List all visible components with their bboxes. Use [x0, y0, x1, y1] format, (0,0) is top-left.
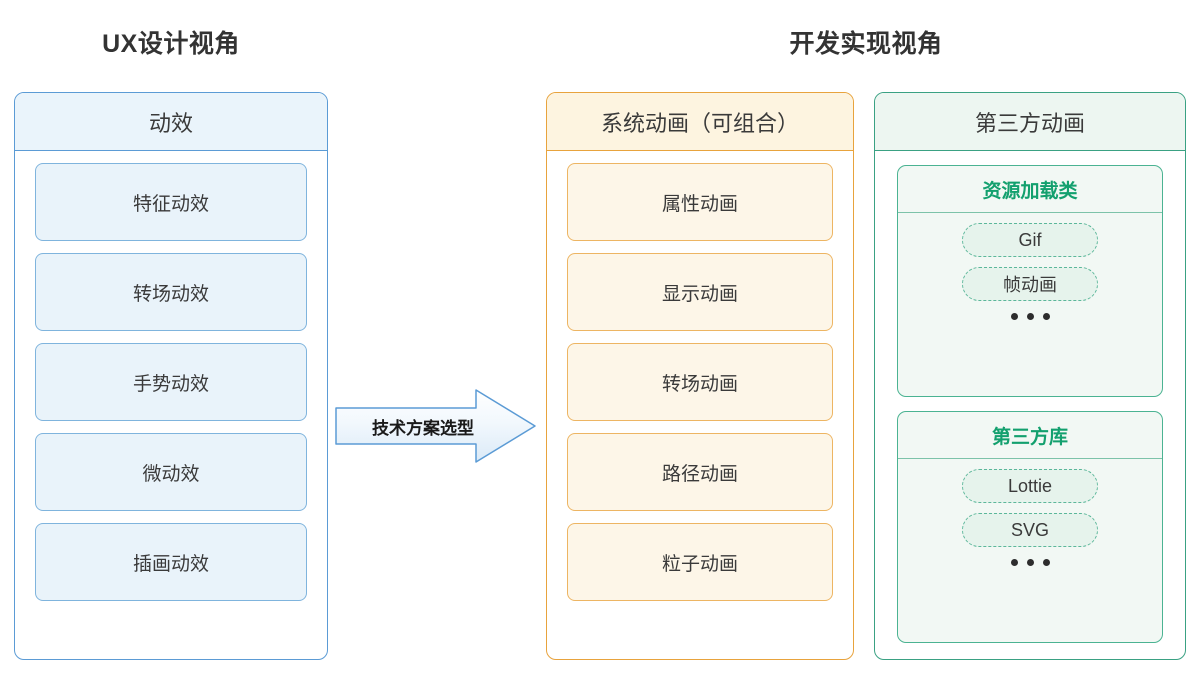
page-title-ux: UX设计视角	[102, 30, 240, 58]
list-item[interactable]: 路径动画	[567, 433, 833, 511]
group-thirdparty-library: 第三方库 Lottie SVG	[897, 411, 1163, 643]
panel-ux-body: 特征动效 转场动效 手势动效 微动效 插画动效	[15, 151, 327, 659]
more-dots-icon	[1010, 313, 1050, 320]
list-item[interactable]: 插画动效	[35, 523, 307, 601]
list-item[interactable]: 微动效	[35, 433, 307, 511]
panel-system-body: 属性动画 显示动画 转场动画 路径动画 粒子动画	[547, 151, 853, 659]
page-title-dev: 开发实现视角	[789, 30, 943, 58]
group-resource-loading: 资源加载类 Gif 帧动画	[897, 165, 1163, 397]
panel-thirdparty-body: 资源加载类 Gif 帧动画 第三方库 Lottie SVG	[875, 151, 1185, 659]
list-item[interactable]: 帧动画	[962, 267, 1098, 301]
list-item[interactable]: Lottie	[962, 469, 1098, 503]
panel-system-header: 系统动画（可组合）	[547, 93, 853, 151]
list-item[interactable]: 显示动画	[567, 253, 833, 331]
list-item[interactable]: 转场动效	[35, 253, 307, 331]
panel-system-animation: 系统动画（可组合） 属性动画 显示动画 转场动画 路径动画 粒子动画	[546, 92, 854, 660]
arrow-label: 技术方案选型	[372, 418, 474, 438]
group-items: Gif 帧动画	[898, 213, 1162, 396]
list-item[interactable]: Gif	[962, 223, 1098, 257]
list-item[interactable]: 特征动效	[35, 163, 307, 241]
more-dots-icon	[1010, 559, 1050, 566]
right-arrow-icon	[335, 389, 536, 463]
panel-thirdparty-animation: 第三方动画 资源加载类 Gif 帧动画 第三方库 Lottie SVG	[874, 92, 1186, 660]
panel-ux-design: 动效 特征动效 转场动效 手势动效 微动效 插画动效	[14, 92, 328, 660]
list-item[interactable]: 粒子动画	[567, 523, 833, 601]
group-title: 资源加载类	[898, 166, 1162, 213]
list-item[interactable]: SVG	[962, 513, 1098, 547]
panel-ux-header: 动效	[15, 93, 327, 151]
arrow-tech-selection: 技术方案选型	[334, 386, 538, 466]
list-item[interactable]: 手势动效	[35, 343, 307, 421]
group-title: 第三方库	[898, 412, 1162, 459]
panel-thirdparty-header: 第三方动画	[875, 93, 1185, 151]
list-item[interactable]: 属性动画	[567, 163, 833, 241]
list-item[interactable]: 转场动画	[567, 343, 833, 421]
group-items: Lottie SVG	[898, 459, 1162, 642]
